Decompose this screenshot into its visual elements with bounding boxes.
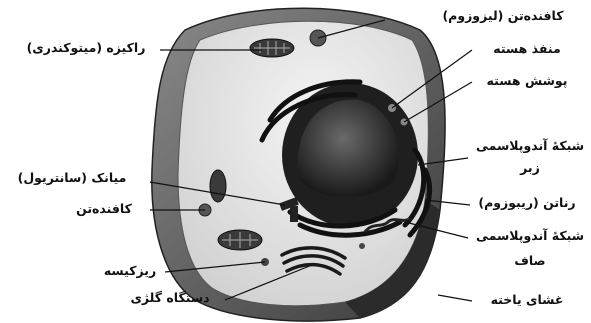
label-ribosome: رناتن (ریبوزوم) bbox=[478, 195, 575, 211]
label-lysosome2: کافنده‌تن bbox=[76, 201, 133, 216]
label-smooth-er-line2: صاف bbox=[514, 253, 545, 268]
leader-membrane bbox=[438, 295, 472, 301]
label-centriole: میانک (سانتریول) bbox=[18, 170, 127, 185]
label-smooth-er-line1: شبکۀ آندوپلاسمی bbox=[476, 228, 584, 243]
label-nuclear-envelope: پوشش هسته bbox=[487, 73, 568, 88]
label-cell-membrane: غشای یاخته bbox=[491, 292, 564, 307]
label-golgi: دستگاه گلژی bbox=[130, 290, 209, 305]
vesicle bbox=[359, 243, 365, 249]
label-nuclear-pore: منفذ هسته bbox=[493, 41, 560, 56]
mitochondrion bbox=[210, 170, 226, 202]
label-mitochondria: راکیزه (میتوکندری) bbox=[27, 40, 146, 55]
label-rough-er-line2: زبر bbox=[519, 160, 540, 175]
label-rough-er-line1: شبکۀ آندوپلاسمی bbox=[476, 138, 584, 153]
centriole bbox=[290, 206, 298, 222]
label-lysosome: کافنده‌تن (لیزوزوم) bbox=[442, 8, 564, 24]
label-vesicle: ریزکیسه bbox=[104, 263, 156, 278]
